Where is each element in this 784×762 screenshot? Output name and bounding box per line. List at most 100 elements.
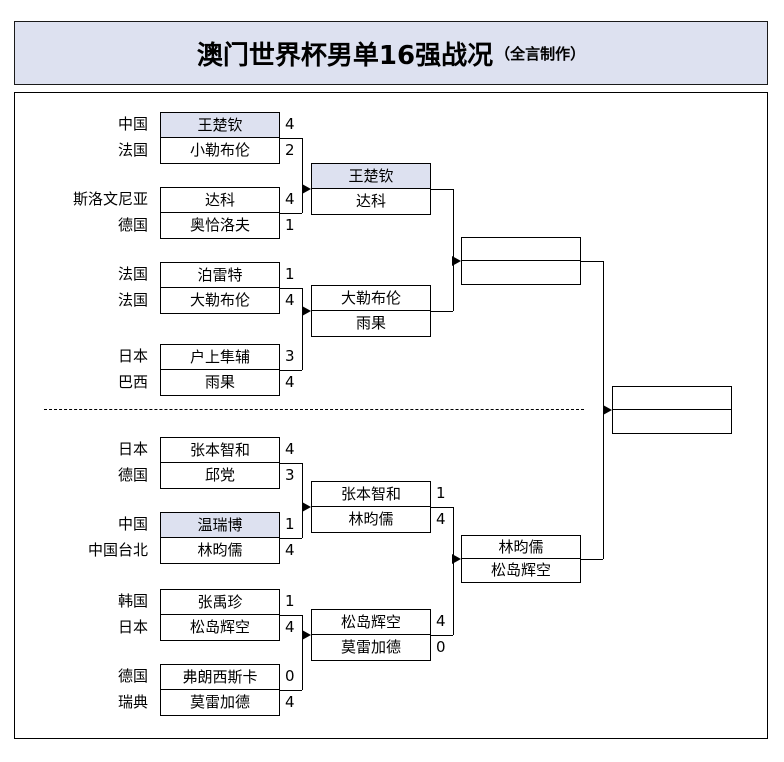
match-r16-3-player-name: 泊雷特 — [197, 265, 243, 284]
country-r16-8-top: 德国 — [117, 667, 148, 685]
conn-r16-qf-1-stub-bottom — [280, 213, 302, 215]
match-r16-4-slot-bottom[interactable]: 雨果 — [161, 370, 279, 395]
match-r16-3-slot-bottom[interactable]: 大勒布伦 — [161, 288, 279, 313]
match-r16-5-player-name: 张本智和 — [189, 440, 250, 459]
match-r16-6-score-bottom: 4 — [285, 541, 295, 559]
match-qf-3-slot-bottom[interactable]: 林昀儒 — [312, 507, 430, 532]
page-title-banner: 澳门世界杯男单16强战况 （全言制作） — [14, 21, 768, 85]
conn-qf-sf-1-stub-top — [431, 189, 453, 191]
match-r16-3-score-bottom: 4 — [285, 291, 295, 309]
match-qf-4-slot-bottom[interactable]: 莫雷加德 — [312, 635, 430, 660]
match-final-slot-bottom[interactable] — [613, 410, 731, 433]
match-r16-7-player-name: 松岛辉空 — [189, 618, 250, 636]
match-qf-2-slot-top[interactable]: 大勒布伦 — [312, 286, 430, 311]
match-r16-1-player-name: 王楚钦 — [197, 115, 243, 134]
conn-r16-qf-2-stub-top — [280, 288, 302, 290]
country-r16-3-top: 法国 — [117, 265, 148, 283]
match-qf-2-slot-bottom[interactable]: 雨果 — [312, 311, 430, 336]
match-qf-3[interactable]: 张本智和林昀儒 — [311, 481, 431, 533]
match-qf-4-slot-top[interactable]: 松岛辉空 — [312, 610, 430, 635]
country-r16-2-top: 斯洛文尼亚 — [72, 190, 148, 208]
match-r16-5-slot-bottom[interactable]: 邱党 — [161, 463, 279, 488]
match-r16-6-slot-top[interactable]: 温瑞博 — [161, 513, 279, 538]
match-r16-3-player-name: 大勒布伦 — [189, 291, 250, 309]
country-r16-7-bottom: 日本 — [117, 618, 148, 636]
match-sf-2-slot-top[interactable]: 林昀儒 — [462, 536, 580, 559]
page-title-credit: （全言制作） — [495, 44, 586, 63]
match-qf-1[interactable]: 王楚钦达科 — [311, 163, 431, 215]
match-sf-2-slot-bottom[interactable]: 松岛辉空 — [462, 559, 580, 582]
match-qf-4-player-name: 松岛辉空 — [340, 612, 401, 631]
match-r16-2-player-name: 达科 — [204, 190, 235, 209]
match-qf-1-slot-top[interactable]: 王楚钦 — [312, 164, 430, 189]
match-r16-1[interactable]: 王楚钦小勒布伦 — [160, 112, 280, 164]
bracket-half-divider — [44, 409, 584, 410]
conn-sf-final-arrow — [603, 404, 612, 415]
page-title: 澳门世界杯男单16强战况 — [196, 40, 494, 71]
conn-r16-qf-3-arrow — [302, 501, 311, 512]
match-r16-4-player-name: 雨果 — [204, 373, 235, 391]
match-r16-6[interactable]: 温瑞博林昀儒 — [160, 512, 280, 564]
match-qf-1-player-name: 达科 — [355, 192, 386, 210]
match-r16-1-score-bottom: 2 — [285, 141, 295, 159]
conn-sf-final-stub-bottom — [581, 559, 603, 561]
country-r16-6-top: 中国 — [117, 515, 148, 533]
match-r16-6-slot-bottom[interactable]: 林昀儒 — [161, 538, 279, 563]
match-r16-2-score-top: 4 — [285, 190, 295, 208]
match-qf-4-score-bottom: 0 — [436, 638, 446, 656]
conn-r16-qf-4-arrow — [302, 629, 311, 640]
conn-r16-qf-1-arrow — [302, 183, 311, 194]
match-sf-1-slot-top[interactable] — [462, 238, 580, 261]
match-r16-4-player-name: 户上隼辅 — [189, 347, 250, 366]
match-r16-4[interactable]: 户上隼辅雨果 — [160, 344, 280, 396]
country-r16-8-bottom: 瑞典 — [117, 693, 148, 711]
country-r16-6-bottom: 中国台北 — [87, 541, 148, 559]
match-r16-2-slot-bottom[interactable]: 奥恰洛夫 — [161, 213, 279, 238]
match-r16-3[interactable]: 泊雷特大勒布伦 — [160, 262, 280, 314]
match-qf-3-slot-top[interactable]: 张本智和 — [312, 482, 430, 507]
match-r16-7-slot-bottom[interactable]: 松岛辉空 — [161, 615, 279, 640]
country-r16-3-bottom: 法国 — [117, 291, 148, 309]
match-r16-5-player-name: 邱党 — [204, 466, 235, 484]
match-qf-1-slot-bottom[interactable]: 达科 — [312, 189, 430, 214]
match-qf-2-player-name: 大勒布伦 — [340, 288, 401, 307]
match-r16-1-slot-top[interactable]: 王楚钦 — [161, 113, 279, 138]
conn-r16-qf-4-spine — [302, 615, 304, 690]
match-r16-1-player-name: 小勒布伦 — [189, 141, 250, 159]
match-r16-1-slot-bottom[interactable]: 小勒布伦 — [161, 138, 279, 163]
conn-r16-qf-3-stub-top — [280, 463, 302, 465]
country-r16-2-bottom: 德国 — [117, 216, 148, 234]
match-qf-3-score-bottom: 4 — [436, 510, 446, 528]
match-r16-3-slot-top[interactable]: 泊雷特 — [161, 263, 279, 288]
match-r16-7-slot-top[interactable]: 张禹珍 — [161, 590, 279, 615]
match-r16-4-slot-top[interactable]: 户上隼辅 — [161, 345, 279, 370]
match-r16-2[interactable]: 达科奥恰洛夫 — [160, 187, 280, 239]
conn-qf-sf-2-arrow — [452, 553, 461, 564]
match-r16-5-slot-top[interactable]: 张本智和 — [161, 438, 279, 463]
match-final[interactable] — [612, 386, 732, 434]
match-sf-1-slot-bottom[interactable] — [462, 261, 580, 284]
match-r16-2-slot-top[interactable]: 达科 — [161, 188, 279, 213]
conn-r16-qf-3-stub-bottom — [280, 538, 302, 540]
match-r16-7[interactable]: 张禹珍松岛辉空 — [160, 589, 280, 641]
match-r16-8-slot-top[interactable]: 弗朗西斯卡 — [161, 665, 279, 690]
conn-r16-qf-2-stub-bottom — [280, 370, 302, 372]
match-qf-3-player-name: 林昀儒 — [348, 510, 394, 528]
match-r16-8[interactable]: 弗朗西斯卡莫雷加德 — [160, 664, 280, 716]
match-r16-8-score-bottom: 4 — [285, 693, 295, 711]
match-r16-2-player-name: 奥恰洛夫 — [189, 216, 250, 234]
match-r16-8-slot-bottom[interactable]: 莫雷加德 — [161, 690, 279, 715]
match-r16-5[interactable]: 张本智和邱党 — [160, 437, 280, 489]
conn-r16-qf-4-stub-bottom — [280, 690, 302, 692]
match-r16-6-score-top: 1 — [285, 515, 295, 533]
country-r16-1-bottom: 法国 — [117, 141, 148, 159]
conn-sf-final-stub-top — [581, 261, 603, 263]
match-qf-4[interactable]: 松岛辉空莫雷加德 — [311, 609, 431, 661]
conn-qf-sf-2-stub-top — [431, 507, 453, 509]
country-r16-5-bottom: 德国 — [117, 466, 148, 484]
match-sf-1[interactable] — [461, 237, 581, 285]
match-final-slot-top[interactable] — [613, 387, 731, 410]
match-r16-5-score-top: 4 — [285, 440, 295, 458]
match-sf-2[interactable]: 林昀儒松岛辉空 — [461, 535, 581, 583]
match-qf-2[interactable]: 大勒布伦雨果 — [311, 285, 431, 337]
